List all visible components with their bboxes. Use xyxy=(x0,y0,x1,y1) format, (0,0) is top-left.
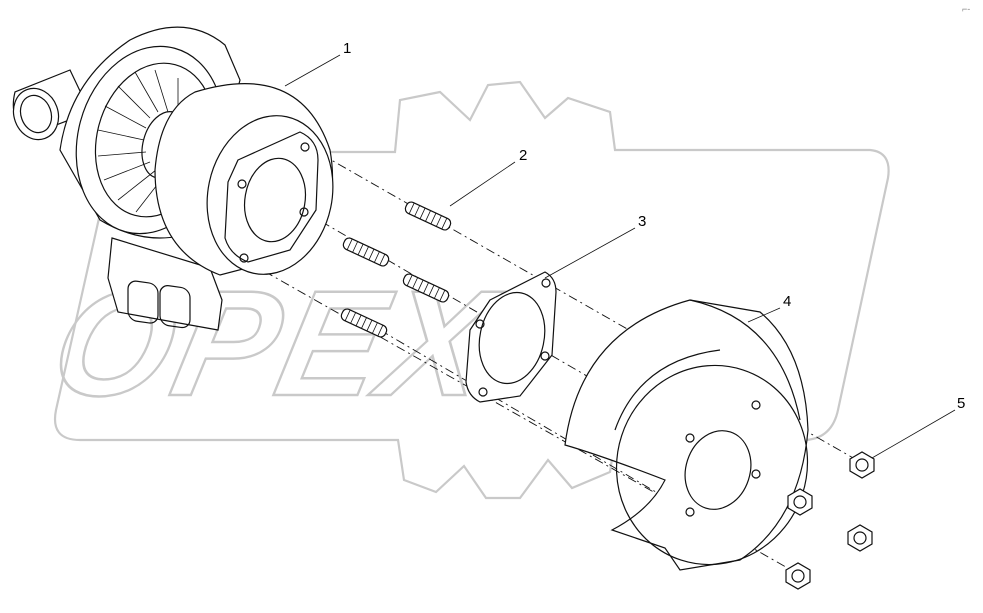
part-nuts xyxy=(785,451,875,590)
part-studs xyxy=(340,201,452,338)
callout-3: 3 xyxy=(638,213,646,230)
stud xyxy=(340,308,388,338)
stud xyxy=(402,273,450,303)
nut xyxy=(847,524,873,552)
part-heat-shield xyxy=(564,299,809,571)
part-turbocharger xyxy=(12,26,334,331)
callout-1: 1 xyxy=(343,40,351,57)
nut xyxy=(787,488,813,516)
callout-5: 5 xyxy=(957,395,965,412)
nut xyxy=(785,562,811,590)
leader-lines xyxy=(284,54,956,459)
corner-mark: ⌐- xyxy=(962,4,970,14)
part-gasket xyxy=(465,271,557,403)
callout-2: 2 xyxy=(519,147,527,164)
stud xyxy=(342,237,390,267)
stud xyxy=(404,201,452,231)
callout-4: 4 xyxy=(783,293,791,310)
nut xyxy=(849,451,875,479)
